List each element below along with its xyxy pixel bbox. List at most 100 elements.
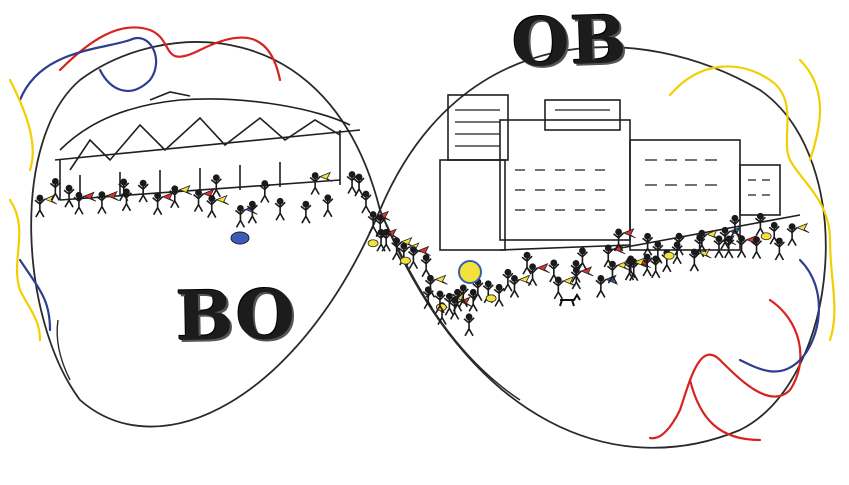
crowd-figure-icon bbox=[118, 178, 130, 202]
crowd-figure-icon bbox=[786, 223, 798, 246]
trumpet-icon bbox=[663, 251, 675, 260]
crowd-figure-icon bbox=[259, 180, 271, 203]
label-ob: OB bbox=[510, 0, 629, 82]
flag-icon bbox=[434, 274, 448, 285]
crowd-figure-icon bbox=[391, 237, 403, 261]
crowd-figure-icon bbox=[527, 263, 539, 287]
flag-icon bbox=[161, 191, 175, 203]
crowd-figure-icon bbox=[673, 232, 685, 256]
crowd-figure-icon bbox=[120, 188, 133, 212]
crowd-figure-icon bbox=[274, 197, 286, 221]
crowd-figure-icon bbox=[754, 212, 766, 236]
crowd-figure-icon bbox=[548, 259, 560, 283]
flag-icon bbox=[319, 171, 333, 182]
flag-icon bbox=[796, 222, 810, 233]
crowd-figure-icon bbox=[688, 248, 700, 272]
crowd-figure-icon bbox=[723, 235, 735, 259]
flag-icon bbox=[82, 191, 97, 202]
crowd-figure-icon bbox=[606, 260, 619, 284]
crowd-figure-icon bbox=[322, 194, 334, 218]
crowd-figure-icon bbox=[210, 174, 222, 198]
yarn-strands-left bbox=[8, 26, 282, 342]
dog-icon bbox=[559, 293, 581, 307]
crowd-figure-icon bbox=[641, 253, 653, 277]
flag-icon bbox=[580, 266, 594, 277]
flag-icon bbox=[616, 260, 630, 271]
crowd-figure-icon bbox=[595, 275, 607, 298]
crowd-figure-icon bbox=[96, 191, 108, 215]
crowd-figure-icon bbox=[407, 246, 419, 269]
crowd-figure-icon bbox=[367, 211, 379, 234]
crowd-figure-icon bbox=[625, 255, 637, 279]
flag-icon bbox=[458, 296, 472, 307]
flag-icon bbox=[377, 210, 391, 221]
trumpet-icon bbox=[367, 239, 379, 248]
crowd-figure-icon bbox=[434, 290, 446, 314]
crowd-figure-icon bbox=[309, 172, 321, 195]
crowd-figure-icon bbox=[451, 288, 464, 312]
stadium-dome-icon bbox=[54, 91, 361, 201]
hospital-building-icon bbox=[439, 94, 801, 251]
crowd-figure-icon bbox=[768, 221, 780, 245]
crowd-figure-icon bbox=[300, 200, 312, 224]
crowd-figure-icon bbox=[360, 190, 372, 214]
trumpet-icon bbox=[760, 232, 772, 241]
trumpet-icon bbox=[485, 294, 497, 303]
infinity-loop-outline bbox=[30, 41, 827, 449]
flag-icon bbox=[417, 245, 431, 256]
flag-icon bbox=[518, 274, 532, 285]
crowd-figure-icon bbox=[424, 274, 437, 298]
crowd-figure-icon bbox=[49, 178, 61, 201]
label-bo: BO bbox=[175, 274, 297, 358]
balloon-icon bbox=[458, 260, 482, 284]
flag-icon bbox=[215, 194, 229, 205]
crowd-figure-icon bbox=[420, 254, 432, 278]
flag-icon bbox=[105, 190, 120, 201]
crowd-figure-icon bbox=[652, 240, 664, 264]
drum-icon bbox=[230, 231, 250, 245]
flag-icon bbox=[698, 248, 712, 259]
crowd-figure-icon bbox=[570, 259, 582, 283]
crowd-figure-icon bbox=[713, 235, 725, 259]
flag-icon bbox=[43, 194, 58, 205]
flag-icon bbox=[400, 237, 414, 248]
crowd-figure-icon bbox=[736, 235, 748, 259]
crowd-figure-icon bbox=[751, 236, 763, 260]
flag-icon bbox=[385, 228, 399, 239]
flag-icon bbox=[178, 184, 192, 196]
crowd-figure-icon bbox=[508, 275, 521, 298]
crowd-figure-icon bbox=[152, 192, 164, 216]
crowd-figure-icon bbox=[353, 173, 365, 197]
crowd-figure-icon bbox=[137, 179, 149, 203]
crowd-figures bbox=[34, 171, 810, 337]
flag-icon bbox=[745, 234, 759, 246]
crowd-figure-icon bbox=[719, 226, 731, 250]
crowd-figure-icon bbox=[642, 232, 654, 256]
crowd-figure-icon bbox=[463, 313, 475, 337]
crowd-figure-icon bbox=[696, 229, 708, 253]
crowd-figure-icon bbox=[73, 191, 85, 215]
crowd-figure-icon bbox=[193, 189, 205, 213]
crowd-figure-icon bbox=[206, 195, 218, 218]
yarn-strands-right bbox=[648, 58, 836, 442]
crowd-figure-icon bbox=[467, 288, 479, 312]
crowd-figure-icon bbox=[576, 247, 589, 271]
flag-icon bbox=[536, 262, 550, 274]
crowd-figure-icon bbox=[443, 292, 455, 316]
crowd-figure-icon bbox=[502, 268, 514, 292]
crowd-figure-icon bbox=[457, 284, 469, 308]
crowd-figure-icon bbox=[380, 228, 392, 252]
crowd-figure-icon bbox=[246, 200, 258, 224]
crowd-figure-icon bbox=[729, 214, 741, 238]
crowd-figure-icon bbox=[346, 171, 358, 194]
crowd-figure-icon bbox=[602, 244, 614, 268]
crowd-figure-icon bbox=[63, 184, 75, 208]
flag-icon bbox=[622, 228, 636, 239]
flag-icon bbox=[562, 276, 576, 287]
crowd-figure-icon bbox=[521, 251, 533, 275]
crowd-figure-icon bbox=[34, 194, 46, 218]
crowd-figure-icon bbox=[234, 204, 247, 228]
trumpet-icon bbox=[400, 256, 411, 265]
crowd-figure-icon bbox=[552, 276, 564, 300]
